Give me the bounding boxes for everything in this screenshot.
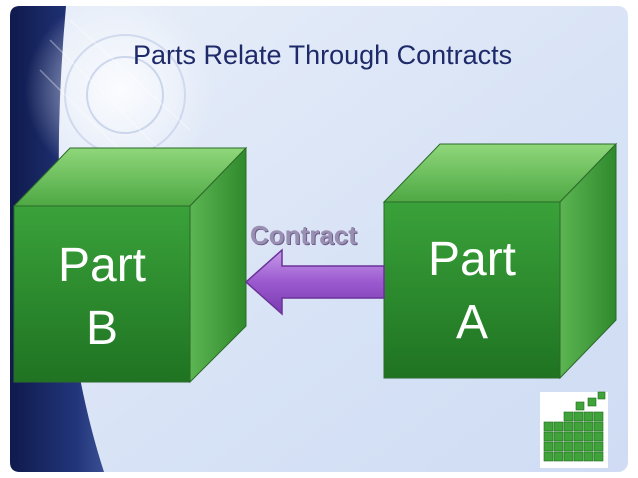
part-b-label: Part B xyxy=(24,234,180,360)
part-a-label-line2: A xyxy=(455,296,488,349)
slide-title: Parts Relate Through Contracts xyxy=(133,40,513,70)
contract-label: Contract xyxy=(250,220,357,250)
part-a-cube xyxy=(382,142,618,380)
part-b-label-line1: Part xyxy=(57,239,147,292)
part-b-cube xyxy=(12,146,248,384)
part-a-label-line1: Part xyxy=(427,233,517,286)
contract-arrow xyxy=(244,248,385,316)
part-b-label-line2: B xyxy=(85,302,118,355)
part-a-label: Part A xyxy=(394,228,550,354)
blocks-logo xyxy=(540,391,608,468)
